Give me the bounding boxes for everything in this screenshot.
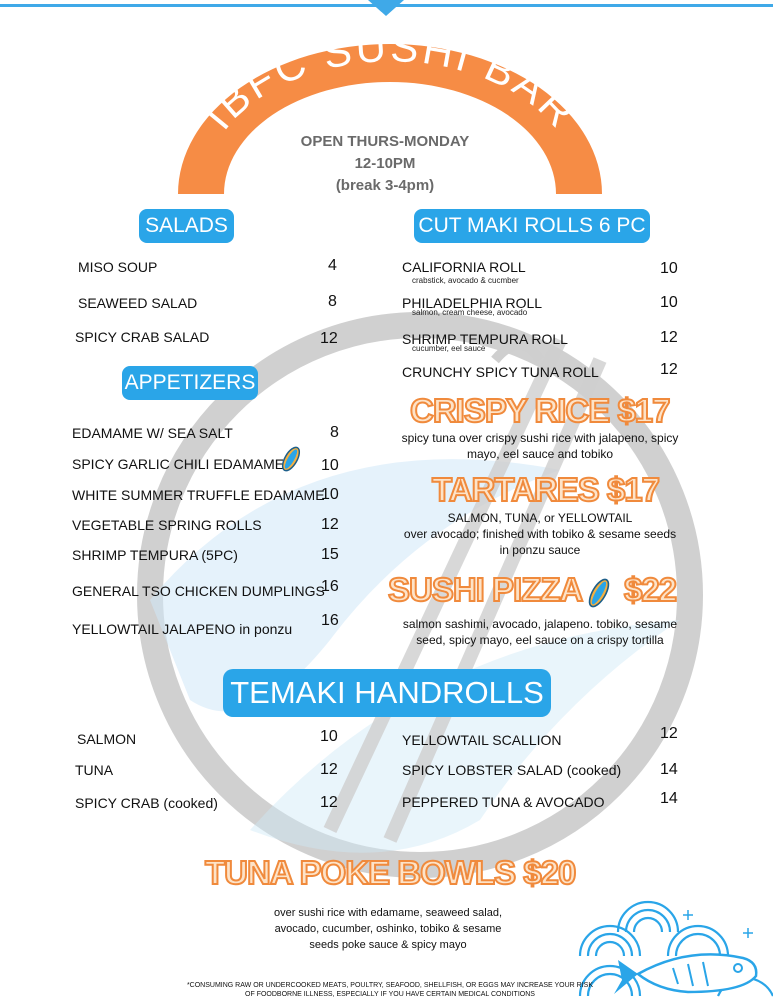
- tartares-desc-line: SALMON, TUNA, or YELLOWTAIL: [447, 511, 633, 525]
- salad-item-price: 8: [328, 293, 337, 310]
- maki-header: CUT MAKI ROLLS 6 PC: [414, 209, 650, 243]
- salad-item-name: SPICY CRAB SALAD: [75, 329, 210, 345]
- temaki-item-price: 14: [660, 761, 678, 778]
- crispy-rice-title: CRISPY RICE $17: [409, 391, 672, 430]
- hours-break: (break 3-4pm): [335, 177, 435, 194]
- surfboard-icon: [588, 578, 610, 608]
- appetizer-item-name: SPICY GARLIC CHILI EDAMAME: [72, 456, 285, 472]
- temaki-item-price: 14: [660, 790, 678, 807]
- tartares-title: TARTARES $17: [431, 470, 661, 509]
- top-diamond-ornament: [368, 0, 404, 16]
- appetizer-item-price: 16: [321, 578, 339, 595]
- temaki-item-name: TUNA: [75, 762, 114, 778]
- sushi-pizza-price: $22: [623, 570, 678, 609]
- maki-item-name: PHILADELPHIA ROLL: [402, 295, 543, 311]
- wave-fish-decoration: [578, 900, 773, 997]
- temaki-header: TEMAKI HANDROLLS: [223, 669, 551, 717]
- maki-item-price: 10: [660, 260, 678, 277]
- temaki-item-name: SPICY CRAB (cooked): [75, 795, 218, 811]
- maki-item-name: CRUNCHY SPICY TUNA ROLL: [402, 364, 599, 380]
- temaki-item-price: 12: [320, 761, 338, 778]
- salad-item-price: 4: [328, 257, 337, 274]
- appetizer-item-name: GENERAL TSO CHICKEN DUMPLINGS: [72, 583, 325, 599]
- maki-item-price: 12: [660, 361, 678, 378]
- temaki-item-price: 10: [320, 728, 338, 745]
- maki-item-sub: crabstick, avocado & cucmber: [412, 276, 519, 285]
- appetizer-item-price: 15: [321, 546, 339, 563]
- sushi-pizza-title: SUSHI PIZZA: [387, 570, 584, 609]
- disclaimer-line: *CONSUMING RAW OR UNDERCOOKED MEATS, POU…: [186, 982, 594, 989]
- maki-item-price: 12: [660, 329, 678, 346]
- poke-desc-line: avocado, cucumber, oshinko, tobiko & ses…: [274, 923, 502, 935]
- title-banner-arc: IBFC SUSHI BAR: [178, 23, 602, 194]
- temaki-item-name: PEPPERED TUNA & AVOCADO: [402, 794, 605, 810]
- maki-item-name: SHRIMP TEMPURA ROLL: [402, 331, 568, 347]
- appetizer-item-price: 10: [321, 486, 339, 503]
- appetizers-header: APPETIZERS: [122, 366, 258, 400]
- poke-desc-line: seeds poke sauce & spicy mayo: [309, 939, 467, 951]
- hours-time: 12-10PM: [354, 155, 416, 172]
- appetizer-item-price: 16: [321, 612, 339, 629]
- sushi-pizza-desc-line: salmon sashimi, avocado, jalapeno. tobik…: [402, 617, 678, 631]
- appetizer-item-price: 10: [321, 457, 339, 474]
- tartares-desc-line: over avocado; finished with tobiko & ses…: [403, 527, 677, 541]
- maki-item-price: 10: [660, 294, 678, 311]
- surfboard-icon: [281, 446, 301, 472]
- sushi-pizza-desc-line: seed, spicy mayo, eel sauce on a crispy …: [416, 633, 664, 647]
- appetizer-item-price: 12: [321, 516, 339, 533]
- temaki-item-price: 12: [320, 794, 338, 811]
- crispy-rice-desc-line: spicy tuna over crispy sushi rice with j…: [401, 431, 679, 445]
- maki-item-sub: salmon, cream cheese, avocado: [412, 308, 528, 317]
- disclaimer-line: OF FOODBORNE ILLNESS, ESPECIALLY IF YOU …: [245, 991, 535, 998]
- tartares-desc-line: in ponzu sauce: [499, 543, 581, 557]
- poke-title: TUNA POKE BOWLS $20: [204, 853, 577, 892]
- hours-days: OPEN THURS-MONDAY: [300, 133, 470, 150]
- appetizer-item-price: 8: [330, 424, 339, 441]
- salads-header: SALADS: [139, 209, 234, 243]
- temaki-item-name: YELLOWTAIL SCALLION: [402, 732, 562, 748]
- appetizer-item-name: VEGETABLE SPRING ROLLS: [72, 517, 262, 533]
- poke-desc-line: over sushi rice with edamame, seaweed sa…: [273, 907, 503, 919]
- salad-item-name: SEAWEED SALAD: [78, 295, 198, 311]
- maki-item-name: CALIFORNIA ROLL: [402, 259, 526, 275]
- crispy-rice-desc-line: mayo, eel sauce and tobiko: [466, 447, 614, 461]
- salad-item-price: 12: [320, 330, 338, 347]
- temaki-item-name: SALMON: [77, 731, 137, 747]
- appetizer-item-name: YELLOWTAIL JALAPENO in ponzu: [72, 621, 293, 637]
- salad-item-name: MISO SOUP: [78, 259, 158, 275]
- temaki-item-name: SPICY LOBSTER SALAD (cooked): [402, 762, 622, 778]
- appetizer-item-name: WHITE SUMMER TRUFFLE EDAMAME: [72, 487, 325, 503]
- appetizer-item-name: EDAMAME W/ SEA SALT: [72, 425, 233, 441]
- maki-item-sub: cucumber, eel sauce: [412, 344, 486, 353]
- temaki-item-price: 12: [660, 725, 678, 742]
- appetizer-item-name: SHRIMP TEMPURA (5PC): [72, 547, 238, 563]
